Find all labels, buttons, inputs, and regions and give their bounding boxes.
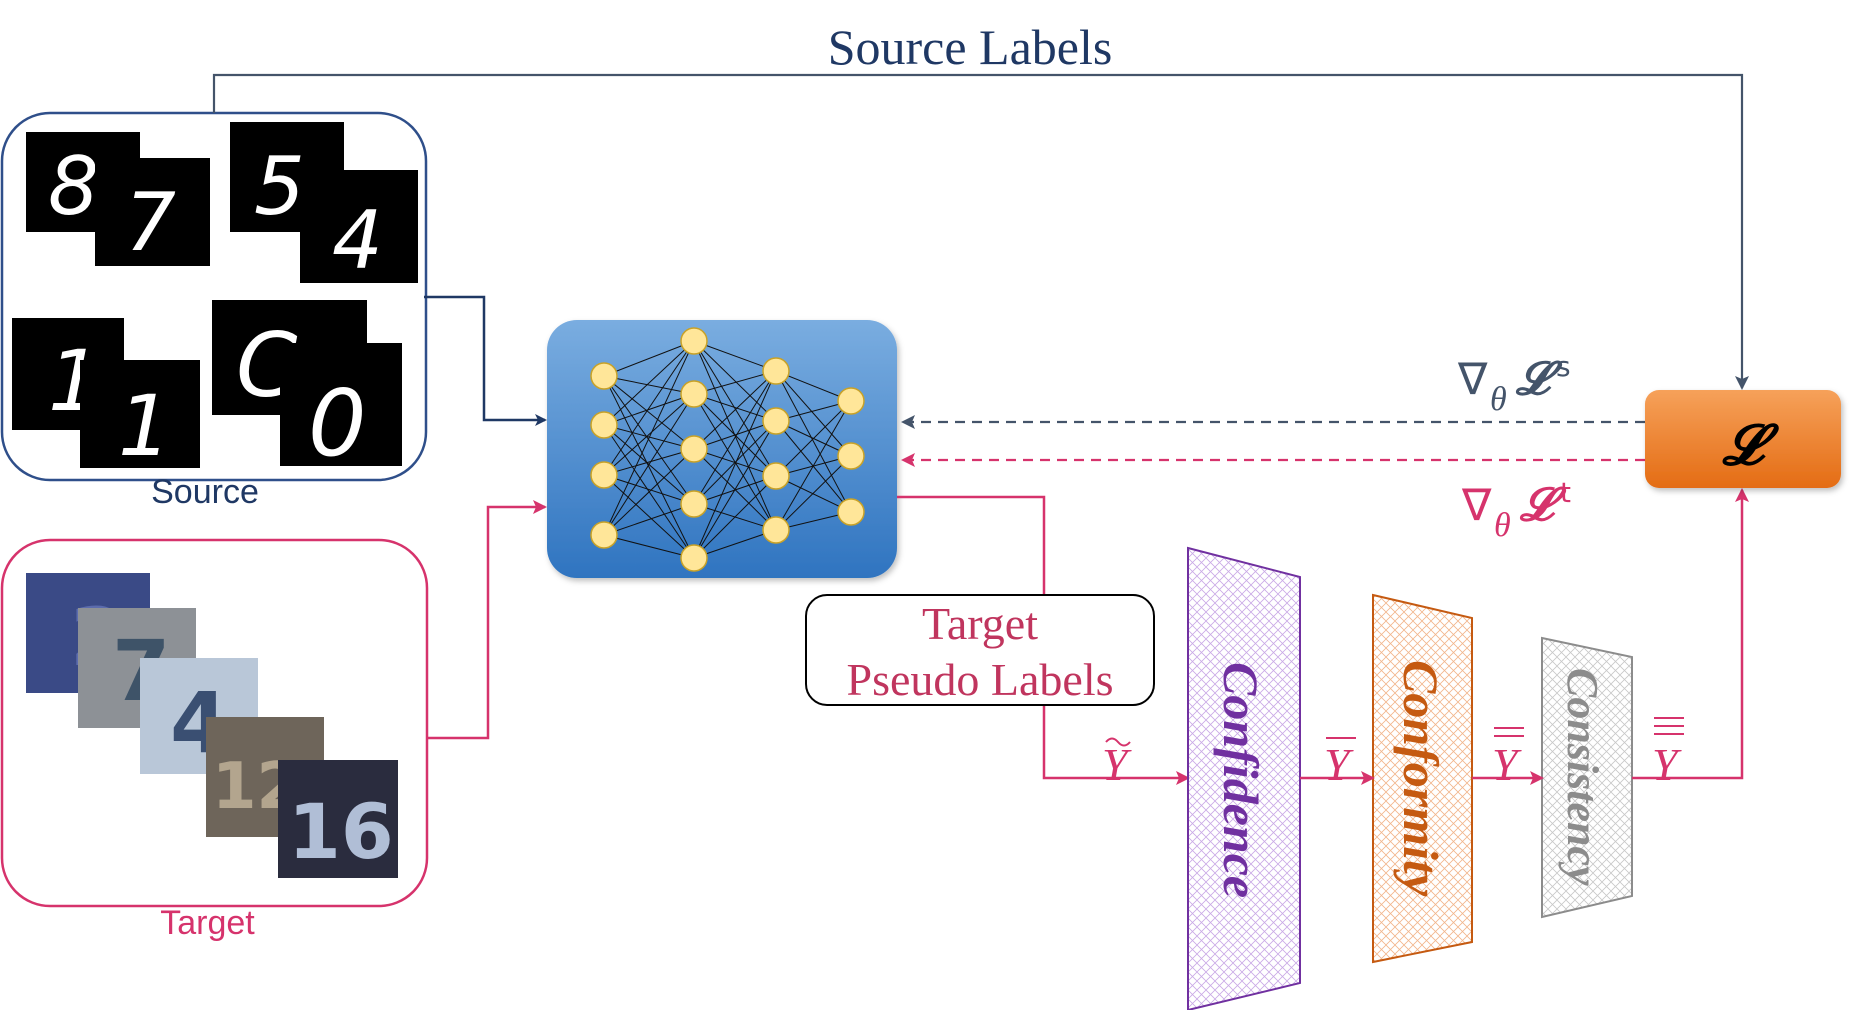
source-digit: 5 <box>254 140 305 233</box>
neuron <box>837 442 865 470</box>
source-labels-path <box>212 73 1749 390</box>
network-connection <box>603 340 695 377</box>
neuron <box>590 521 618 549</box>
network-connection <box>603 393 695 476</box>
neuron <box>590 362 618 390</box>
neuron <box>837 387 865 415</box>
network-connection <box>603 375 695 395</box>
pseudo-labels-box: Target Pseudo Labels <box>805 594 1155 706</box>
neuron <box>762 462 790 490</box>
network-connection <box>603 393 695 426</box>
network-connection <box>603 474 695 559</box>
network-connection <box>603 448 695 536</box>
grad-source-label: ∇ θ 𝓛 s <box>1457 350 1571 418</box>
network-neurons <box>590 327 865 572</box>
network-connection <box>775 370 852 457</box>
network-connection <box>693 340 777 422</box>
target-input-arrow <box>427 500 547 740</box>
source-digit: 8 <box>48 140 99 233</box>
network-connection <box>775 400 852 531</box>
network-connection <box>693 340 777 477</box>
pseudo-labels-line-2: Pseudo Labels <box>846 654 1114 705</box>
source-digit: 1 <box>118 377 171 475</box>
source-digit: 0 <box>308 370 367 477</box>
neural-network <box>547 320 897 578</box>
network-connection <box>693 420 777 450</box>
label-symbol-tilde: Y <box>1102 739 1132 790</box>
network-connection <box>693 340 777 372</box>
neuron <box>680 490 708 518</box>
network-connection <box>693 370 777 450</box>
neuron <box>590 461 618 489</box>
label-symbol-double-bar: Y <box>1492 739 1522 790</box>
neuron <box>762 407 790 435</box>
network-connection <box>693 420 777 559</box>
network-connection <box>693 529 777 559</box>
grad-target-sup: t <box>1560 476 1571 509</box>
grad-source-sup: s <box>1556 350 1571 383</box>
neuron <box>590 411 618 439</box>
filter-conformity: Conformity <box>1372 593 1473 964</box>
network-connection <box>603 375 695 505</box>
network-connection <box>603 340 695 476</box>
network-connection <box>693 393 777 422</box>
loss-box: 𝓛 <box>1645 390 1841 488</box>
source-domain-label: Source <box>151 473 259 511</box>
label-symbol-bar: Y <box>1324 739 1354 790</box>
neuron <box>762 357 790 385</box>
grad-source-theta: θ <box>1490 381 1507 418</box>
filter-label-conformity: Conformity <box>1393 660 1449 897</box>
target-digit: 16 <box>288 787 394 876</box>
network-connection <box>775 455 852 531</box>
tilde-accent <box>1105 737 1131 747</box>
source-labels-title: Source Labels <box>827 19 1113 75</box>
neuron <box>680 435 708 463</box>
network-connection <box>603 534 695 559</box>
filter-confidence: Confidence <box>1187 546 1301 1010</box>
neuron <box>680 544 708 572</box>
network-connection <box>603 340 695 426</box>
filter-label-consistency: Consistency <box>1558 668 1607 886</box>
network-connection <box>603 375 695 450</box>
network-connection <box>603 503 695 536</box>
network-connection <box>693 370 777 505</box>
network-connection <box>693 475 777 559</box>
label-symbol-triple-bar: Y <box>1652 739 1682 790</box>
filter-consistency: Consistency <box>1541 636 1633 919</box>
target-domain-label: Target <box>160 904 255 942</box>
network-connections <box>603 340 852 559</box>
network-connection <box>603 375 695 559</box>
source-digit: 7 <box>125 176 176 269</box>
network-connection <box>603 393 695 536</box>
neuron <box>762 516 790 544</box>
network-connection <box>603 448 695 476</box>
network-connection <box>775 475 852 513</box>
network-connection <box>775 370 852 513</box>
source-digit: 4 <box>332 194 383 287</box>
grad-target-label: ∇ θ 𝓛 t <box>1461 476 1571 544</box>
pseudo-labels-line-1: Target <box>922 598 1038 649</box>
network-connection <box>693 420 777 505</box>
arrow-consistency-loss <box>1632 488 1749 780</box>
source-input-arrow <box>424 295 547 426</box>
target-images: 2 7 4 127 16 <box>26 573 398 878</box>
grad-target-nabla: ∇ <box>1461 480 1492 531</box>
network-connection <box>775 400 852 477</box>
network-connection <box>603 340 695 536</box>
filter-label-confidence: Confidence <box>1213 662 1269 898</box>
network-connection <box>693 370 777 559</box>
neuron <box>680 327 708 355</box>
grad-target-theta: θ <box>1494 507 1511 544</box>
network-connection <box>603 474 695 505</box>
source-images: 8 7 5 4 1 1 C 0 <box>12 122 418 477</box>
network-connection <box>693 370 777 395</box>
neuron <box>680 380 708 408</box>
grad-source-nabla: ∇ <box>1457 354 1488 405</box>
neuron <box>837 498 865 526</box>
